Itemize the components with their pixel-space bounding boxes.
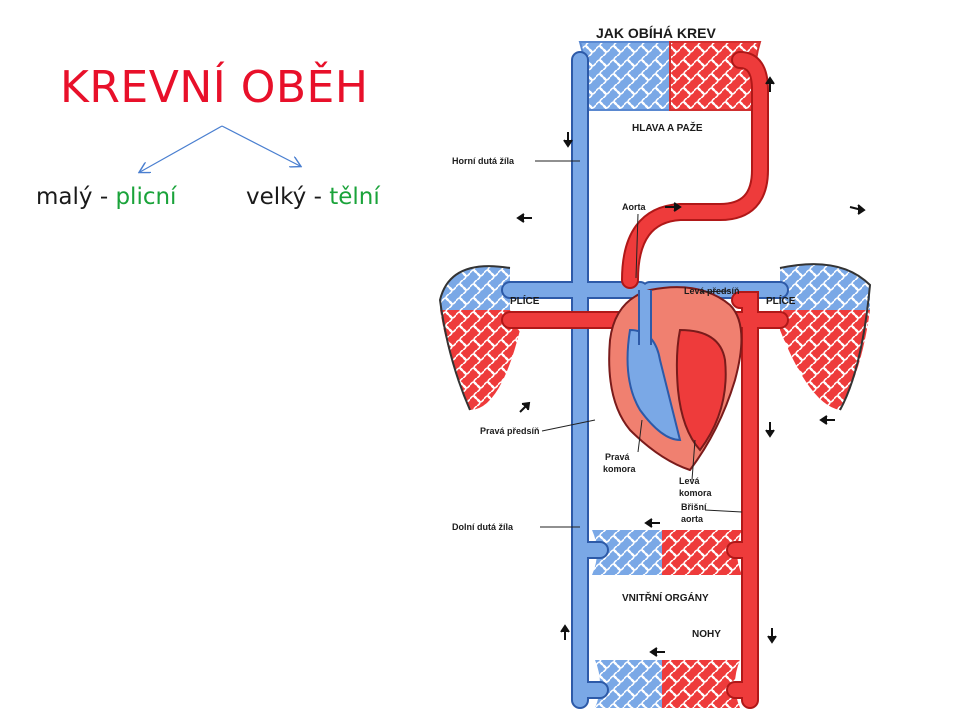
- arrow-left-icon: [649, 647, 665, 657]
- label-inferior-vena-cava: Dolní dutá žíla: [452, 522, 514, 532]
- label-internal-organs: VNITŘNÍ ORGÁNY: [622, 591, 709, 604]
- flow-arrows: [516, 76, 866, 657]
- head-capillary-bed: [578, 41, 762, 111]
- label-lungs-left: PLÍCE: [510, 294, 540, 307]
- heart: [608, 286, 743, 472]
- branch-arrow-right: [221, 125, 300, 166]
- label-lungs-right: PLÍCE: [766, 294, 796, 307]
- label-legs: NOHY: [692, 629, 721, 640]
- label-left-atrium: Levá předsíň: [684, 286, 740, 296]
- slide-title: KREVNÍ OBĚH: [60, 62, 369, 113]
- slide-left-panel: KREVNÍ OBĚH malý - plicní velký - tělní: [0, 0, 420, 720]
- diagram-heading: JAK OBÍHÁ KREV: [596, 25, 716, 41]
- label-superior-vena-cava: Horní dutá žíla: [452, 156, 515, 166]
- small-circuit-type: plicní: [115, 184, 177, 210]
- label-head-arms: HLAVA A PAŽE: [632, 121, 703, 134]
- lung-left-capillary-bed: [438, 265, 520, 411]
- circulation-diagram: JAK OBÍHÁ KREV HLAVA A PAŽE Horní dutá ž…: [438, 25, 872, 709]
- arrow-left-icon: [516, 213, 532, 223]
- arrow-up-icon: [765, 76, 775, 92]
- lung-right-capillary-bed: [779, 263, 872, 411]
- label-right-ventricle-2: komora: [603, 464, 637, 474]
- venous-vessels: [501, 51, 789, 709]
- arrow-down-icon: [563, 132, 573, 148]
- small-circuit-separator: -: [99, 184, 109, 210]
- label-left-ventricle-1: Levá: [679, 476, 701, 486]
- arrow-right-icon: [849, 204, 866, 215]
- large-circuit-word: velký: [246, 184, 307, 210]
- legs-capillary-bed: [595, 660, 740, 708]
- large-circuit-separator: -: [313, 184, 322, 210]
- large-circuit-type: tělní: [329, 184, 380, 210]
- arrow-up-icon: [560, 624, 570, 640]
- internal-organs-capillary-bed: [592, 530, 742, 575]
- systemic-circuit-label: velký - tělní: [246, 184, 380, 210]
- label-abdominal-aorta-2: aorta: [681, 514, 704, 524]
- pulmonary-circuit-label: malý - plicní: [36, 184, 176, 210]
- arrow-left-icon: [644, 518, 660, 528]
- arrow-left-icon: [819, 415, 835, 425]
- arrow-down-icon: [765, 422, 775, 438]
- diagram-labels: JAK OBÍHÁ KREV HLAVA A PAŽE Horní dutá ž…: [452, 25, 796, 640]
- arrow-up-icon: [519, 401, 531, 413]
- label-left-ventricle-2: komora: [679, 488, 713, 498]
- branch-arrows: [0, 125, 420, 200]
- label-right-ventricle-1: Pravá: [605, 452, 631, 462]
- label-leaders: [535, 160, 743, 528]
- label-abdominal-aorta-1: Břišní: [681, 502, 707, 512]
- label-aorta: Aorta: [622, 202, 646, 212]
- small-circuit-word: malý: [36, 184, 93, 210]
- branch-arrow-left: [140, 125, 223, 172]
- arrow-right-icon: [665, 202, 682, 212]
- label-right-atrium: Pravá předsíň: [480, 426, 540, 436]
- arrow-down-icon: [767, 628, 777, 644]
